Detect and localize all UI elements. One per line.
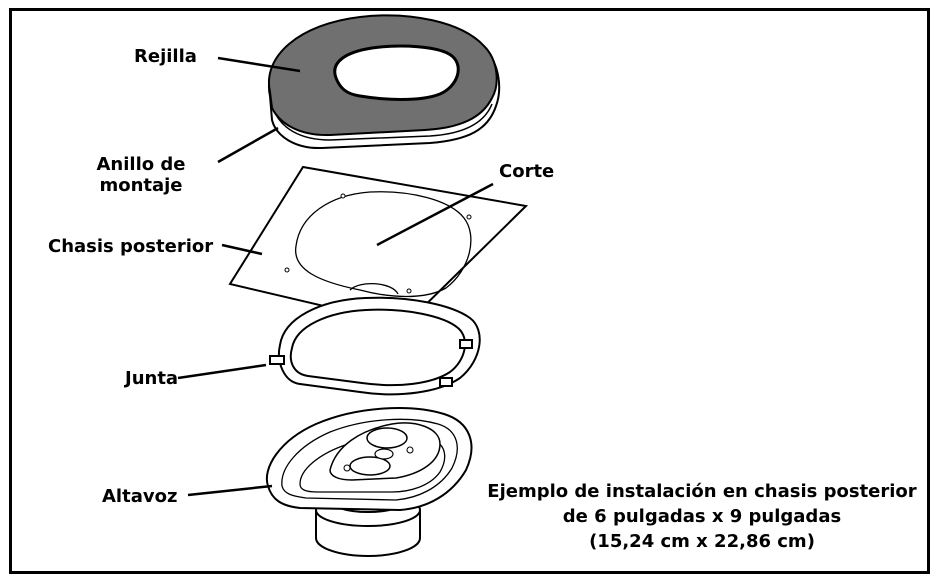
speaker-label: Altavoz bbox=[102, 486, 178, 507]
caption-line1: Ejemplo de instalación en chasis posteri… bbox=[487, 481, 917, 502]
installation-caption: Ejemplo de instalación en chasis posteri… bbox=[472, 479, 932, 554]
mounting-ring-label-line1: Anillo de bbox=[96, 154, 186, 175]
leader-lines bbox=[177, 56, 494, 497]
cutout-leader bbox=[376, 182, 494, 247]
gasket-leader bbox=[177, 363, 267, 380]
cutout-label: Corte bbox=[499, 161, 555, 182]
gasket bbox=[269, 296, 481, 396]
caption-line3: (15,24 cm x 22,86 cm) bbox=[589, 531, 815, 552]
rear-deck-label: Chasis posterior bbox=[48, 236, 214, 257]
speaker-leader bbox=[187, 484, 273, 497]
speaker bbox=[265, 407, 473, 557]
gasket-label: Junta bbox=[125, 368, 179, 389]
grille-leader bbox=[217, 56, 301, 73]
grille-label: Rejilla bbox=[134, 46, 197, 67]
mounting-ring-leader bbox=[217, 126, 279, 164]
mounting-ring-label: Anillo de montaje bbox=[78, 154, 204, 196]
mounting-ring-label-line2: montaje bbox=[99, 175, 183, 196]
caption-line2: de 6 pulgadas x 9 pulgadas bbox=[562, 506, 842, 527]
grille bbox=[267, 14, 498, 137]
rear-deck-leader bbox=[221, 243, 263, 256]
